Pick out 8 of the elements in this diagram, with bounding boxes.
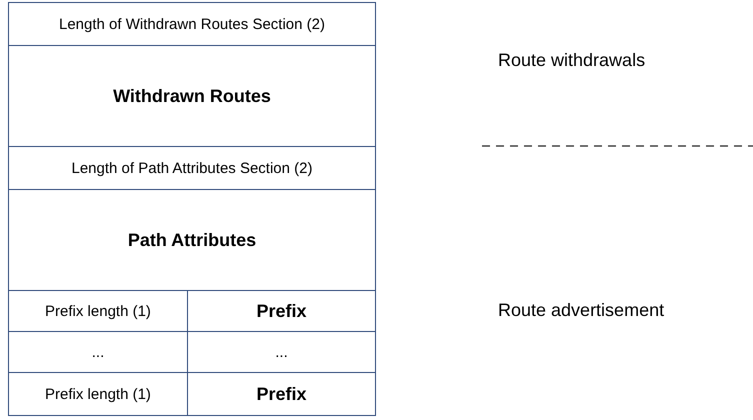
table-cell: Withdrawn Routes: [8, 45, 376, 147]
section-label: Route advertisement: [498, 300, 664, 321]
section-label: Route withdrawals: [498, 50, 646, 71]
table-cell: Length of Path Attributes Section (2): [8, 146, 376, 190]
table-cell: Path Attributes: [8, 189, 376, 291]
table-cell: Prefix: [187, 372, 376, 416]
table-cell: Prefix length (1): [8, 372, 188, 416]
table-cell: Length of Withdrawn Routes Section (2): [8, 2, 376, 46]
